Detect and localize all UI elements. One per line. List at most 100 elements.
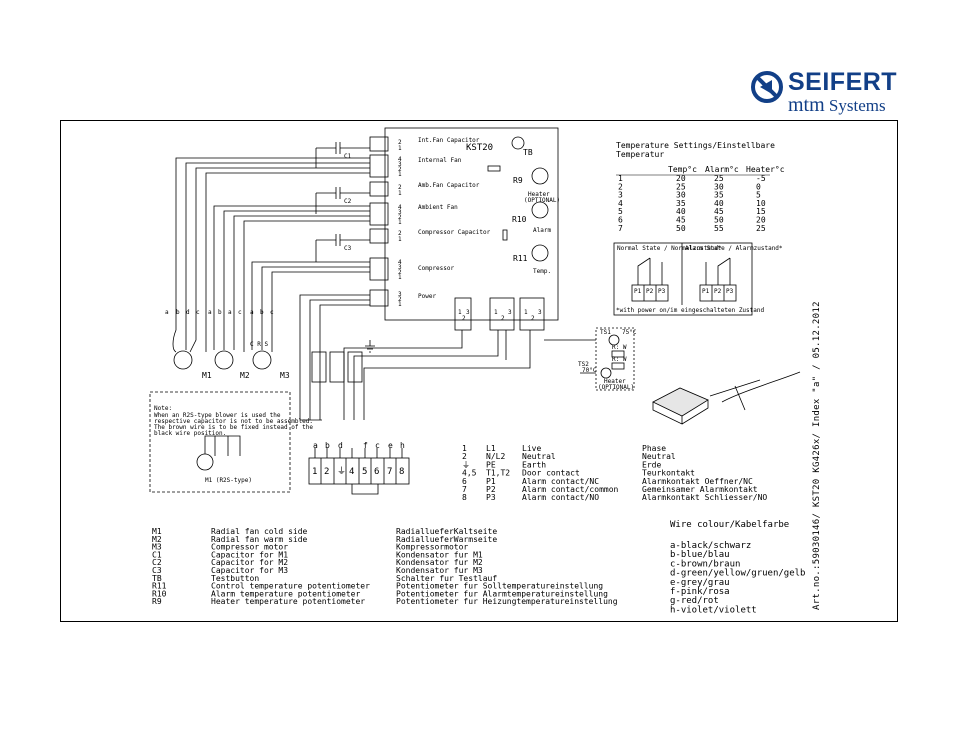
temp-table-subtitle: Temperatur xyxy=(616,150,664,159)
terminal-letter: f xyxy=(363,441,368,450)
connector-label-4: Ambient Fan xyxy=(418,204,458,211)
component-legend-cell: TB xyxy=(152,574,162,583)
temp-table-cell: 7 xyxy=(618,224,623,233)
note-line-1: When an R2S-type blower is used the xyxy=(154,412,281,419)
state-pin: P3 xyxy=(658,288,666,295)
component-legend-cell: R9 xyxy=(152,597,162,606)
component-legend-cell: RadiallueferKaltseite xyxy=(396,527,497,536)
state-pin: P1 xyxy=(634,288,642,295)
m3-sub-label: C R S xyxy=(250,341,268,348)
temp-table-cell: 20 xyxy=(756,216,766,225)
wire-letter: c xyxy=(196,309,200,316)
wire-letter: a xyxy=(228,309,232,316)
state-footnote: *with power on/im eingeschalteten Zustan… xyxy=(616,307,764,314)
component-legend-cell: C2 xyxy=(152,558,162,567)
document-reference: Art.no.:59030146/ KST20 KG426x/ Index "a… xyxy=(812,130,828,610)
pin: 4 xyxy=(398,204,402,211)
terminal-legend-cell: 2 xyxy=(462,452,467,461)
wire-letter: c xyxy=(238,309,242,316)
pin: 2 xyxy=(398,214,402,221)
terminal-legend-cell: Phase xyxy=(642,444,666,453)
terminal-legend-cell: Earth xyxy=(522,460,546,469)
temp-table-cell: 0 xyxy=(756,182,761,191)
terminal-legend-cell: Live xyxy=(522,444,541,453)
terminal-legend-cell: P2 xyxy=(486,485,496,494)
temp-table-col: Temp°c xyxy=(668,165,697,174)
r11-label: R11 xyxy=(513,254,528,263)
logo-brand: SEIFERT xyxy=(788,68,898,96)
relay-pins: 1 2 3 1 2 3 1 2 3 xyxy=(458,309,542,322)
component-legend-cell: Capacitor for M1 xyxy=(211,550,288,559)
temp-table-cell: 45 xyxy=(676,216,686,225)
terminal-legend-cell: 8 xyxy=(462,493,467,502)
terminal-legend-cell: Alarmkontakt Oeffner/NC xyxy=(642,477,753,486)
heater-res-2: R: W xyxy=(612,356,627,363)
terminal-legend-cell: Alarm contact/common xyxy=(522,485,619,494)
component-legend-cell: Capacitor for M2 xyxy=(211,558,288,567)
temp-table-cell: 50 xyxy=(714,216,724,225)
connector-label-5: Compressor Capacitor xyxy=(418,229,491,236)
terminal-number: 6 xyxy=(374,467,379,477)
component-legend-cell: C1 xyxy=(152,550,162,559)
component-legend-cell: Alarm temperature potentiometer xyxy=(211,589,360,598)
relay-pin: 3 xyxy=(508,309,512,316)
temp-table-cell: 6 xyxy=(618,216,623,225)
connector-label-6: Compressor xyxy=(418,265,455,272)
note-line-4: black wire position. xyxy=(154,430,226,437)
wire-letter: b xyxy=(218,309,222,316)
pin: 2 xyxy=(398,296,402,303)
terminal-number: 4 xyxy=(349,467,354,477)
terminal-legend-cell: Alarm contact/NC xyxy=(522,477,599,486)
logo-sub-systems: Systems xyxy=(828,96,886,115)
kst20-box xyxy=(384,127,559,321)
controller-name: KST20 xyxy=(466,143,493,153)
component-legend-cell: Testbutton xyxy=(211,574,259,583)
note-title: Note: xyxy=(154,405,172,412)
pin: 1 xyxy=(398,301,402,308)
wire-colour-item: d-green/yellow/gruen/gelb xyxy=(670,569,805,579)
ts1-label: TS1 xyxy=(600,329,611,336)
motor-wire-letters: a b d c a b a c a b c xyxy=(165,309,274,316)
pin: 2 xyxy=(398,230,402,237)
temp-table-cell: 25 xyxy=(676,182,686,191)
temp-label: Temp. xyxy=(533,268,551,275)
test-button-label: TB xyxy=(523,148,533,157)
temp-table-col: Alarm°c xyxy=(705,165,739,174)
terminal-wire-letters: a b d f c e h xyxy=(313,441,405,450)
temp-table-header: Temp°c Alarm°c Heater°c xyxy=(668,165,785,174)
terminal-legend-cell: 4,5 xyxy=(462,469,477,478)
component-legend-cell: Kondensator fur M1 xyxy=(396,550,483,559)
drawing-frame xyxy=(60,120,898,622)
ts2-temp: 70°C xyxy=(582,367,597,374)
connector-pins: 2 1 4 3 2 1 2 1 4 3 2 1 2 1 4 3 2 1 3 2 … xyxy=(398,139,402,308)
temp-table-cell: 4 xyxy=(618,199,623,208)
pin: 2 xyxy=(398,166,402,173)
note-motor-label: M1 (R2S-type) xyxy=(205,477,252,484)
component-legend-cell: Capacitor for M3 xyxy=(211,566,288,575)
terminal-letter: h xyxy=(400,441,405,450)
pin: 3 xyxy=(398,209,402,216)
wire-letter: b xyxy=(176,309,180,316)
pin: 4 xyxy=(398,259,402,266)
component-legend-cell: Schalter fur Testlauf xyxy=(396,574,497,583)
component-legend-cell: R10 xyxy=(152,589,167,598)
heater-label: Heater xyxy=(528,191,550,198)
terminal-number: ⏚ xyxy=(337,466,346,477)
temp-table-cell: 35 xyxy=(676,199,686,208)
component-legend-cell: R11 xyxy=(152,582,167,591)
terminal-legend-cell: Neutral xyxy=(522,452,556,461)
component-legend-cell: M3 xyxy=(152,543,162,552)
pin: 4 xyxy=(398,156,402,163)
relay-pin: 1 xyxy=(494,309,498,316)
wire-colour-item: f-pink/rosa xyxy=(670,587,730,597)
note-line-3: The brown wire is to be fixed instead of… xyxy=(154,424,313,431)
state-normal-label: Normal State / Normalzustand* xyxy=(617,245,722,252)
logo-sub-mtm: mtm xyxy=(788,94,825,116)
seifert-logo: SEIFERT mtm Systems xyxy=(750,68,900,116)
terminal-legend-cell: Door contact xyxy=(522,469,580,478)
terminal-legend-cell: P3 xyxy=(486,493,496,502)
terminal-letter: c xyxy=(375,441,380,450)
heater-res-1: R: W xyxy=(612,344,627,351)
temp-table-cell: -5 xyxy=(756,174,766,183)
